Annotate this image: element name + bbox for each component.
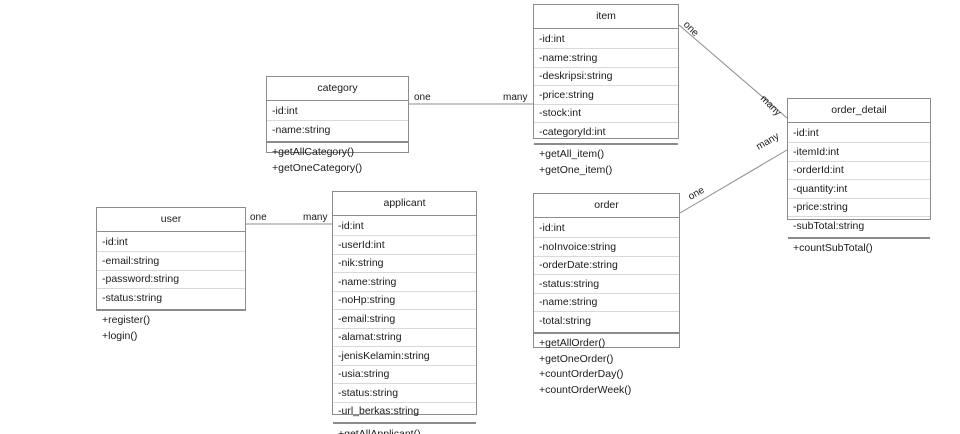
multiplicity-label-category-item-from: one [414,92,431,103]
class-title-order_detail: order_detail [788,99,930,123]
method-row: +countSubTotal() [793,242,873,254]
attributes-section-applicant: -id:int -userId:int-nik:string-name:strin… [333,216,476,424]
attribute-row: -userId:int [333,235,476,254]
attribute-row: -email:string [97,251,245,270]
attribute-row: -name:string [534,292,679,312]
method-row: +getAllCategory() [272,146,354,158]
attribute-row: -stock:int [534,103,678,123]
multiplicity-label-item-order_detail-from: one [680,19,701,39]
multiplicity-label-user-applicant-to: many [303,212,328,223]
method-row: +getOneOrder() [539,352,614,365]
attributes-section-order_detail: -id:int -itemId:int-orderId:int-quantity:… [788,123,930,239]
attribute-row: -subTotal:string [788,216,930,235]
attribute-row: -name:string [267,120,408,139]
class-title-order: order [534,194,679,218]
method-row: +register() [102,314,151,326]
attribute-row: -price:string [788,197,930,217]
multiplicity-label-item-order_detail-to: many [757,93,783,119]
attribute-row: -password:string [97,269,245,289]
attribute-row: -categoryId:int [534,122,678,141]
attribute-row: -id:int [539,33,565,45]
method-row: +getOneCategory() [272,161,363,174]
attribute-row: -url_berkas:string [333,401,476,421]
attribute-row: -total:string [534,311,679,330]
methods-section-category: +getAllCategory() +getOneCategory() [267,143,408,179]
methods-section-order: +getAllOrder() +getOneOrder() +countOrderD… [534,334,679,401]
method-row: +getAll_item() [539,148,605,160]
class-box-item[interactable]: item -id:int -name:string-deskripsi:string… [533,4,679,175]
method-row: +countOrderWeek() [539,383,632,396]
class-box-category[interactable]: category -id:int -name:string +getAllCatego… [266,76,409,173]
method-row: +getAllApplicant() [338,427,421,434]
method-row: +getAllOrder() [539,337,606,349]
class-box-order[interactable]: order -id:int -noInvoice:string-orderDate:… [533,193,680,395]
attribute-row: -quantity:int [788,179,930,198]
attribute-row: -id:int [338,220,364,232]
class-title-category: category [267,77,408,101]
attributes-section-order: -id:int -noInvoice:string-orderDate:strin… [534,218,679,334]
methods-section-item: +getAll_item() +getOne_item() [534,145,678,181]
class-title-applicant: applicant [333,192,476,216]
attribute-row: -status:string [534,274,679,293]
attribute-row: -name:string [534,48,678,67]
attribute-row: -id:int [793,127,819,139]
attributes-section-item: -id:int -name:string-deskripsi:string-pri… [534,29,678,145]
attribute-row: -noInvoice:string [534,237,679,256]
attribute-row: -status:string [97,288,245,307]
attributes-section-category: -id:int -name:string [267,101,408,143]
attribute-row: -usia:string [333,364,476,384]
multiplicity-label-user-applicant-from: one [250,212,267,223]
class-title-item: item [534,5,678,29]
attribute-row: -deskripsi:string [534,66,678,86]
class-box-user[interactable]: user -id:int -email:string-password:string… [96,207,246,341]
attributes-section-user: -id:int -email:string-password:string-sta… [97,232,245,311]
multiplicity-label-category-item-to: many [503,92,528,103]
method-row: +countOrderDay() [539,368,624,380]
methods-section-user: +register() +login() [97,311,245,347]
method-row: +login() [102,329,138,342]
attribute-row: -status:string [333,383,476,402]
attribute-row: -jenisKelamin:string [333,346,476,365]
multiplicity-label-order-order_detail-from: one [686,184,707,203]
attribute-row: -email:string [333,309,476,328]
attribute-row: -id:int [539,222,565,234]
class-box-order_detail[interactable]: order_detail -id:int -itemId:int-orderId:i… [787,98,931,253]
attribute-row: -nik:string [333,253,476,273]
attribute-row: -id:int [102,236,128,248]
multiplicity-label-order-order_detail-to: many [754,130,782,153]
attribute-row: -alamat:string [333,327,476,347]
attribute-row: -noHp:string [333,290,476,310]
methods-section-order_detail: +countSubTotal() [788,239,930,260]
class-title-user: user [97,208,245,232]
attribute-row: -orderId:int [788,160,930,180]
connector-order-order_detail [679,149,788,214]
methods-section-applicant: +getAllApplicant()+checkStatus()+getOneA… [333,424,476,434]
attribute-row: -itemId:int [788,142,930,161]
method-row: +getOne_item() [539,163,613,176]
attribute-row: -id:int [272,105,298,117]
attribute-row: -name:string [333,272,476,291]
class-box-applicant[interactable]: applicant-id:int-userId:int-nik:string-n… [332,191,477,434]
attribute-row: -orderDate:string [534,255,679,275]
attribute-row: -price:string [534,85,678,104]
